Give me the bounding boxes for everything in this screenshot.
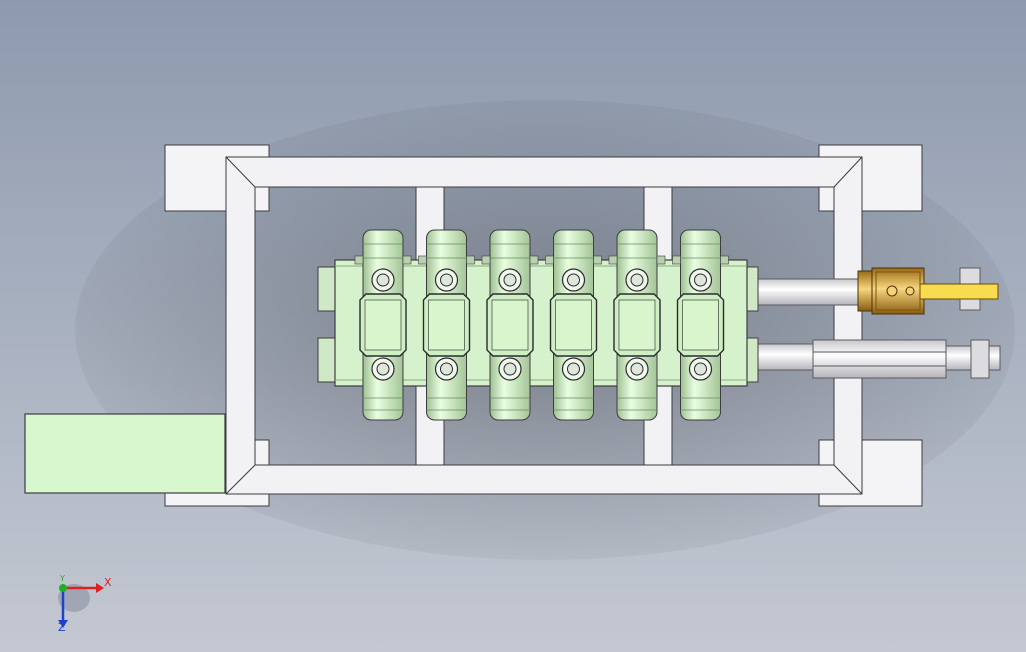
rod-lower[interactable] (754, 343, 814, 371)
hex-coupler[interactable] (812, 339, 947, 379)
valve-section[interactable] (481, 229, 539, 421)
rod-upper[interactable] (754, 278, 864, 306)
axis-x-label: X (104, 576, 112, 589)
ball-valve[interactable] (857, 267, 999, 315)
valve-section[interactable] (608, 229, 666, 421)
valve-section[interactable] (354, 229, 412, 421)
axis-y-label: Y (60, 574, 65, 583)
valve-section[interactable] (418, 229, 475, 421)
pump-block[interactable] (24, 413, 226, 494)
valve-section[interactable] (672, 229, 729, 421)
axis-z-label: Z (58, 621, 66, 634)
valve-sections[interactable] (354, 229, 729, 421)
valve-section[interactable] (545, 229, 602, 421)
axis-triad (58, 583, 104, 628)
valve-handle[interactable] (919, 283, 999, 300)
